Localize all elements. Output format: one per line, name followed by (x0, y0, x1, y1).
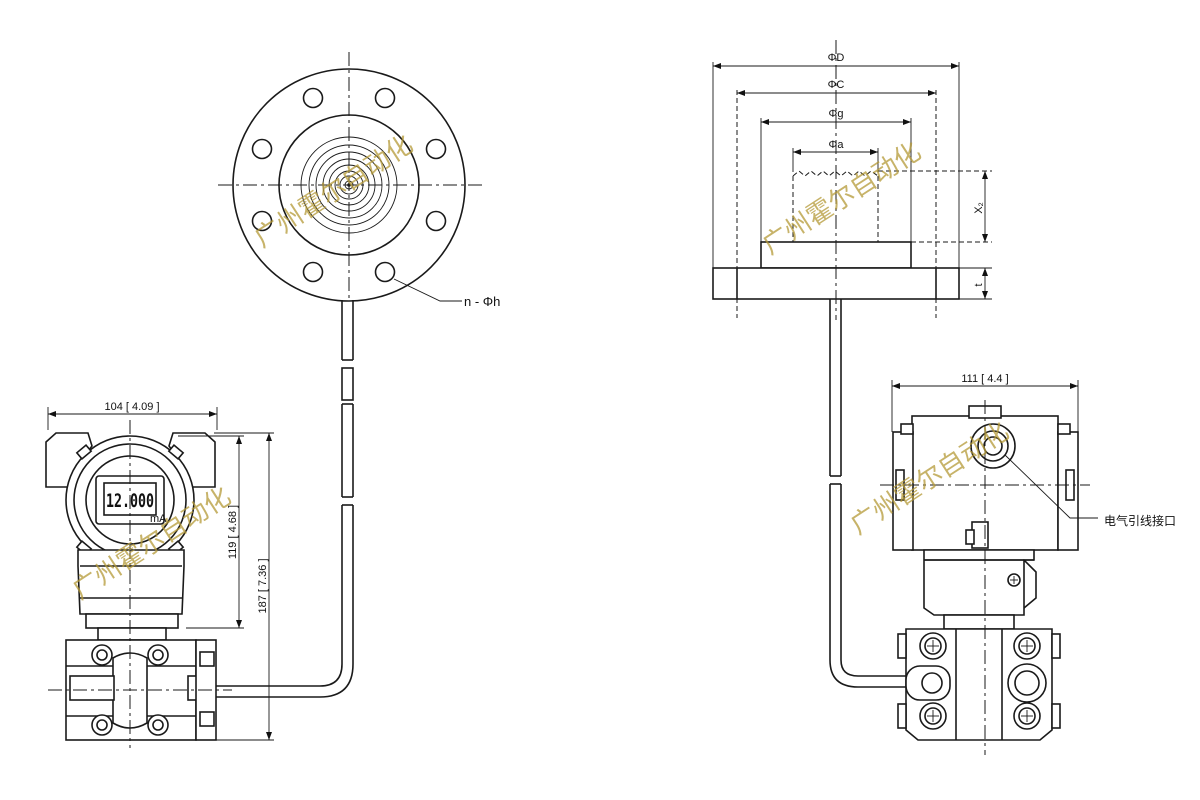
flange-holes-label: n - Φh (464, 294, 500, 309)
label-t: t (973, 283, 985, 286)
lcd-unit: mA (150, 513, 167, 525)
transmitter-front-view: 104 [ 4.09 ] 12.000 mA (45, 401, 274, 748)
transmitter-side-view: 111 [ 4.4 ] 电气引线接口 (880, 373, 1176, 755)
electrical-entry-label: 电气引线接口 (1104, 513, 1176, 528)
diaphragm-seal-side-view: ΦD ΦC Φg Φa X₂ (712, 40, 992, 320)
label-phi-g: Φg (829, 108, 844, 120)
left-capillary (215, 300, 354, 698)
dim-front-width: 104 [ 4.09 ] (104, 401, 159, 413)
watermarks: 广州霍尔自动化 广州霍尔自动化 广州霍尔自动化 广州霍尔自动化 (67, 130, 1014, 606)
dim-side-width: 111 [ 4.4 ] (961, 373, 1008, 385)
dim-head-height: 119 [ 4.68 ] (227, 505, 239, 559)
bolt-holes (251, 87, 447, 283)
right-capillary (829, 299, 912, 688)
flange-front-view: n - Φh (218, 52, 500, 309)
label-x2: X₂ (973, 202, 985, 214)
dim-total-height: 187 [ 7.36 ] (257, 558, 269, 613)
